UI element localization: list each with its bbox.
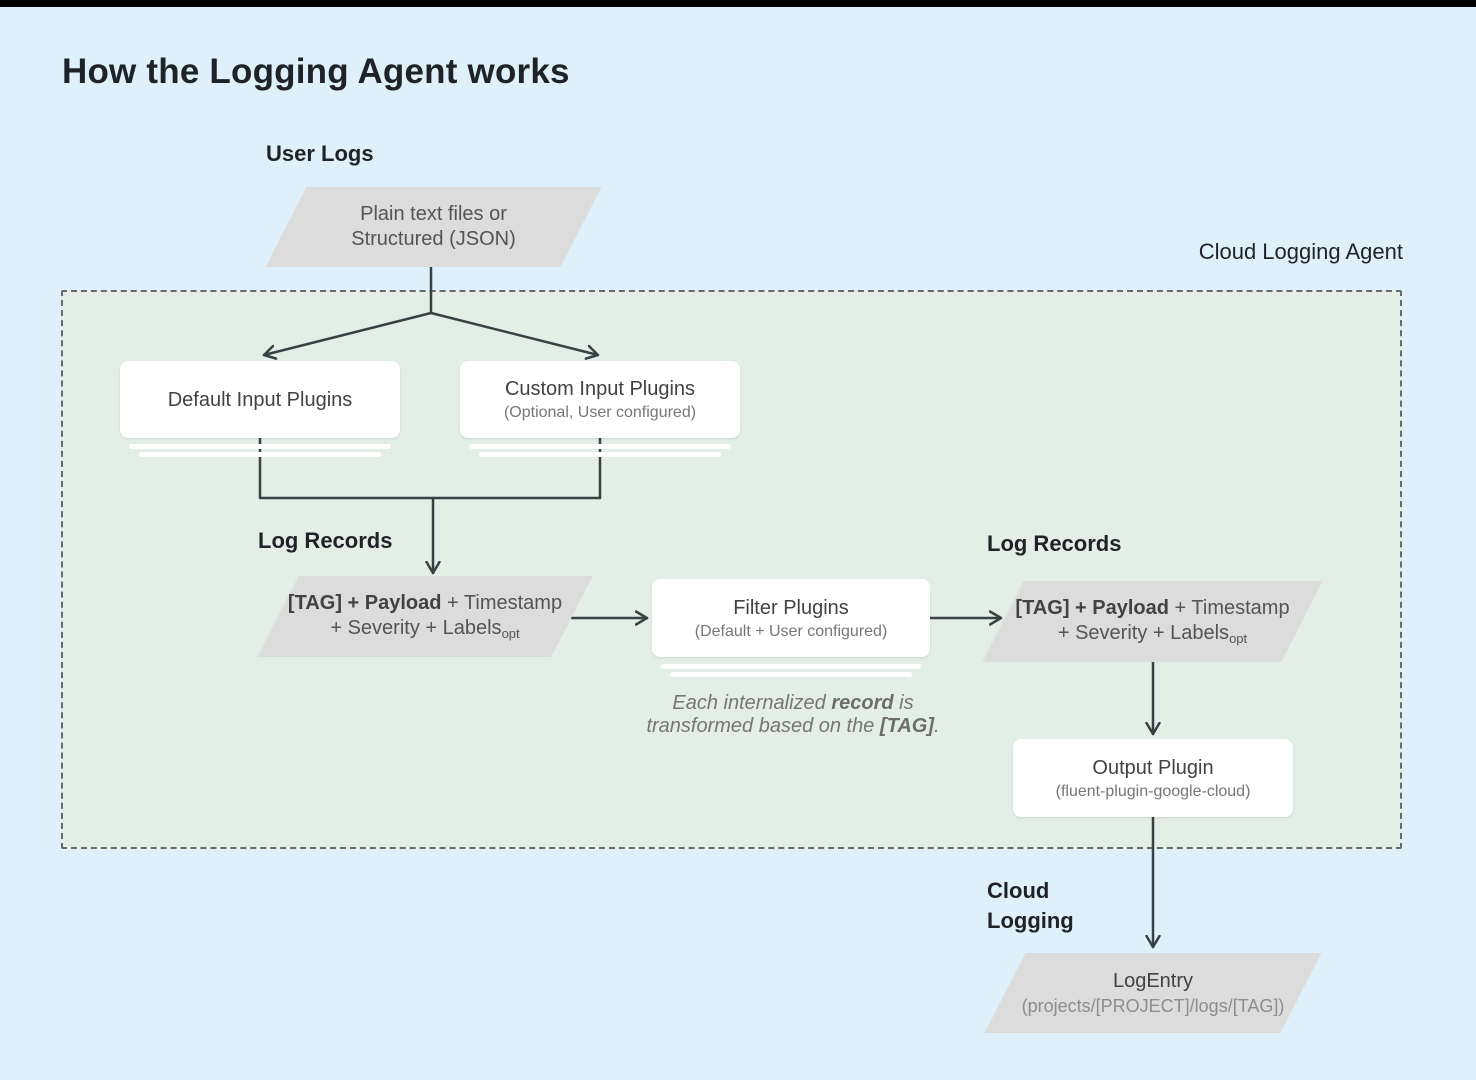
paper-stack-line — [670, 672, 912, 677]
log-record-line2: + Severity + Labelsopt — [330, 616, 519, 642]
cloud-logging-line2: Logging — [987, 908, 1074, 933]
output-plugin-subtitle: (fluent-plugin-google-cloud) — [1055, 782, 1251, 800]
log-record-parallelogram-right: [TAG] + Payload + Timestamp + Severity +… — [982, 581, 1323, 662]
note-text: . — [933, 715, 940, 737]
user-input-line2: Structured (JSON) — [351, 228, 516, 250]
log-record-line1: [TAG] + Payload + Timestamp — [1015, 596, 1289, 621]
log-entry-subtitle: (projects/[PROJECT]/logs/[TAG]) — [1021, 996, 1285, 1016]
note-text: is — [893, 692, 914, 714]
filter-plugins-box: Filter Plugins (Default + User configure… — [652, 579, 930, 657]
log-record-bold: [TAG] + Payload — [1015, 597, 1169, 619]
log-record-subscript: opt — [1229, 631, 1248, 646]
log-entry-parallelogram: LogEntry (projects/[PROJECT]/logs/[TAG]) — [984, 953, 1322, 1033]
note-bold: record — [831, 692, 894, 714]
user-logs-label: User Logs — [266, 141, 374, 166]
log-record-regular: + Timestamp — [1168, 597, 1290, 619]
log-record-line2: + Severity + Labelsopt — [1058, 621, 1247, 647]
log-record-parallelogram-left: [TAG] + Payload + Timestamp + Severity +… — [257, 576, 593, 657]
output-plugin-box: Output Plugin (fluent-plugin-google-clou… — [1013, 739, 1293, 817]
cloud-logging-label: Cloud Logging — [987, 876, 1074, 936]
log-record-line2-text: + Severity + Labels — [1057, 622, 1230, 644]
note-text: transformed based on the — [646, 715, 880, 737]
user-logs-parallelogram: Plain text files or Structured (JSON) — [265, 187, 602, 267]
log-record-bold: [TAG] + Payload — [287, 592, 442, 614]
filter-note-line2: transformed based on the [TAG]. — [628, 715, 958, 738]
log-records-right-label: Log Records — [987, 531, 1122, 556]
page-title: How the Logging Agent works — [62, 52, 570, 91]
note-bold: [TAG] — [879, 715, 934, 737]
filter-plugins-subtitle: (Default + User configured) — [694, 622, 888, 640]
paper-stack-line — [129, 444, 391, 449]
output-plugin-title: Output Plugin — [1092, 756, 1214, 779]
custom-input-plugins-subtitle: (Optional, User configured) — [503, 404, 697, 421]
default-input-plugins-title: Default Input Plugins — [167, 388, 353, 411]
note-text: Each internalized — [672, 692, 832, 714]
custom-input-plugins-box: Custom Input Plugins (Optional, User con… — [460, 361, 740, 438]
custom-input-plugins-title: Custom Input Plugins — [504, 378, 696, 400]
log-record-line2-text: + Severity + Labels — [330, 617, 502, 639]
filter-note: Each internalized record is transformed … — [628, 692, 958, 738]
default-input-plugins-box: Default Input Plugins — [120, 361, 400, 438]
cloud-logging-line1: Cloud — [987, 878, 1050, 903]
log-record-subscript: opt — [501, 626, 520, 641]
log-record-line1: [TAG] + Payload + Timestamp — [288, 591, 562, 616]
filter-plugins-title: Filter Plugins — [733, 596, 849, 619]
log-record-regular: + Timestamp — [441, 592, 563, 614]
log-records-left-label: Log Records — [258, 528, 393, 553]
cloud-logging-agent-label: Cloud Logging Agent — [1198, 239, 1403, 264]
paper-stack-line — [661, 664, 921, 669]
paper-stack-line — [469, 444, 731, 449]
top-black-bar — [0, 0, 1476, 7]
user-input-line1: Plain text files or — [360, 203, 507, 225]
paper-stack-line — [139, 452, 381, 457]
log-entry-title: LogEntry — [1112, 970, 1194, 992]
paper-stack-line — [479, 452, 721, 457]
filter-note-line1: Each internalized record is — [628, 692, 958, 715]
